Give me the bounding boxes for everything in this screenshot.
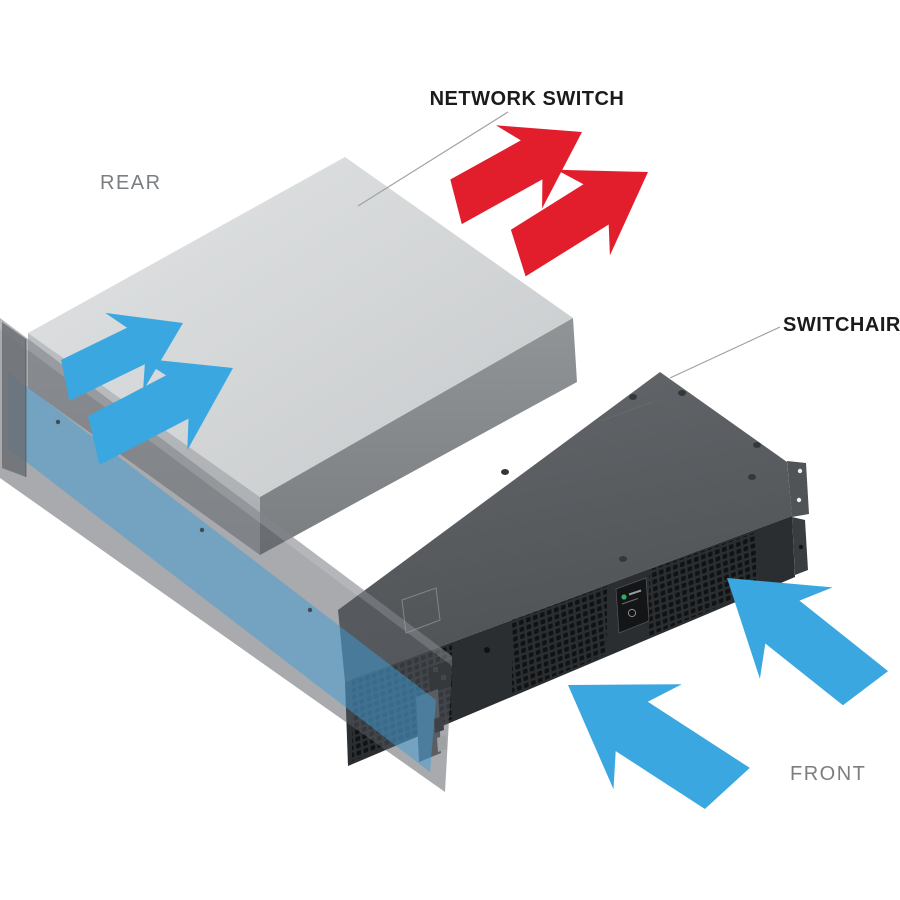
top-screw-holes <box>501 390 761 562</box>
exhaust-arrow-1 <box>450 125 582 225</box>
intake-arrow-front-2 <box>727 578 889 706</box>
intake-arrow-rear-1 <box>61 312 183 401</box>
intake-arrow-front-1 <box>568 684 750 809</box>
leader-lines <box>357 111 781 379</box>
intake-arrow-rear-2 <box>88 358 233 465</box>
front-grille-right <box>649 532 756 636</box>
network-switch-label: NETWORK SWITCH <box>430 88 625 110</box>
switchair-label: SWITCHAIR <box>783 314 900 336</box>
panel-hatch-outline <box>401 587 441 634</box>
right-rack-ear <box>787 461 809 575</box>
panel-screw-dots <box>55 419 313 613</box>
front-grille-center <box>512 586 607 694</box>
badge-logo-icon <box>621 594 627 600</box>
badge-cert-mark <box>627 608 637 618</box>
front-label: FRONT <box>790 763 866 785</box>
switch-side-face <box>260 318 577 555</box>
rear-label: REAR <box>100 172 162 194</box>
airflow-arrows <box>61 125 889 809</box>
network-switch-leader <box>357 111 509 207</box>
panel-left-cap <box>2 322 26 477</box>
exhaust-arrow-2 <box>510 169 648 277</box>
switchair-leader <box>669 326 781 379</box>
labels: REAR NETWORK SWITCH SWITCHAIR FRONT <box>100 88 900 785</box>
top-crease-line <box>597 401 653 423</box>
front-panel-hole <box>484 647 490 653</box>
panel-intake-window <box>8 372 436 772</box>
unit-top-face <box>338 372 792 682</box>
brand-badge <box>615 577 650 634</box>
